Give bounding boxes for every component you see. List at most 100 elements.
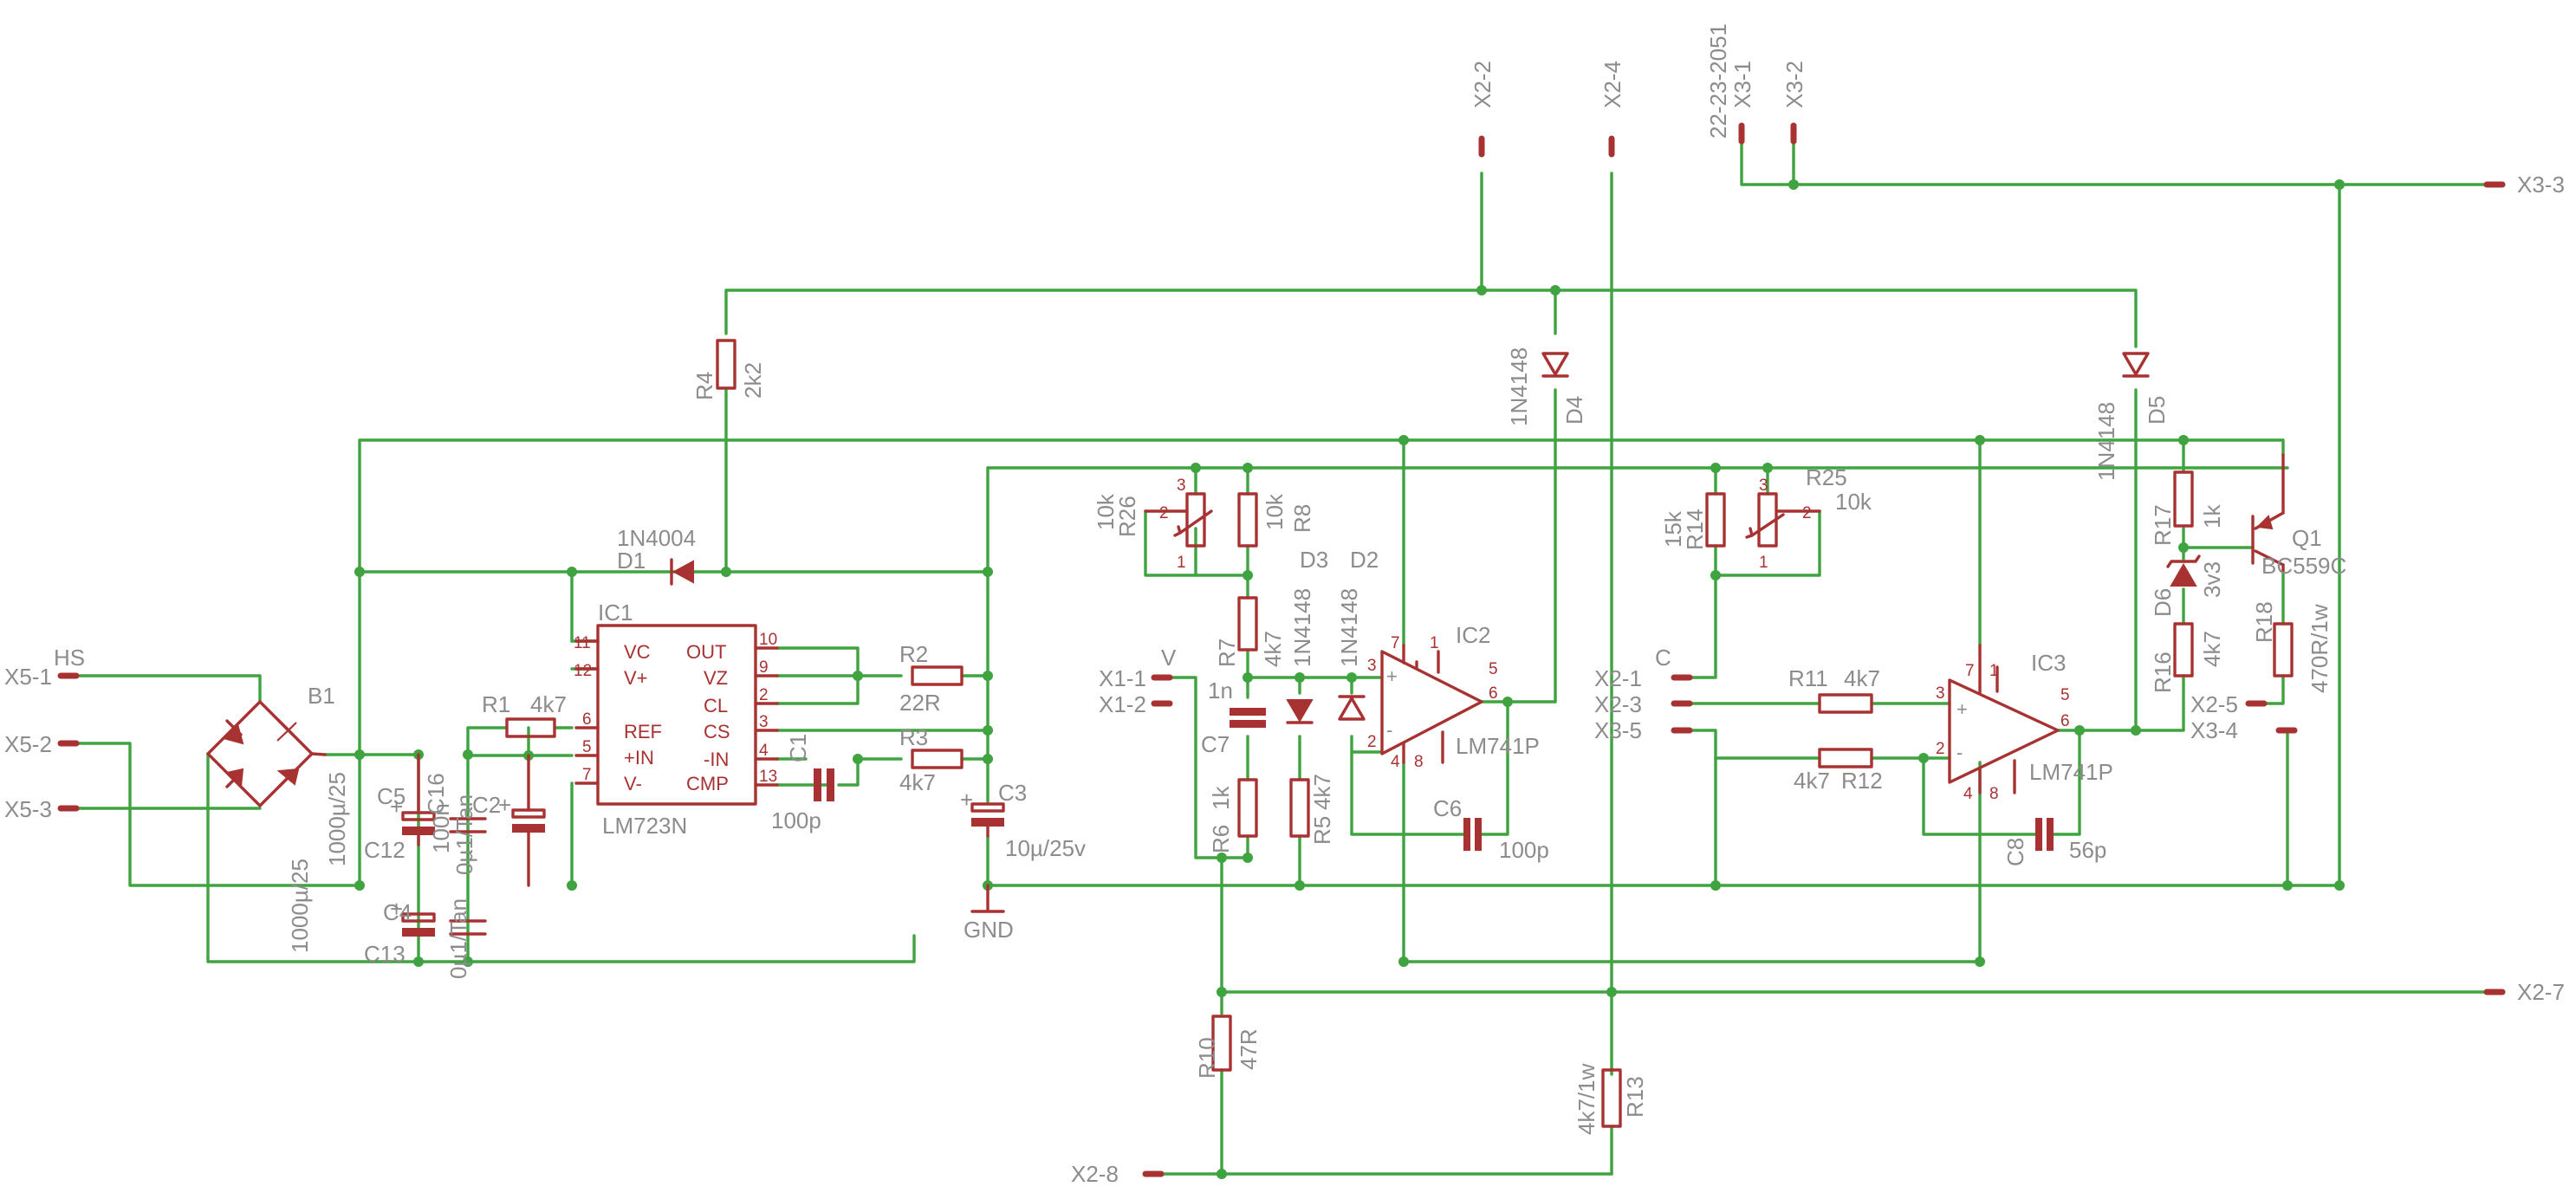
ic1-pin-cmp: CMP (686, 773, 729, 794)
capacitor-c8 (2035, 818, 2054, 851)
value-c3: 10µ/25v (1005, 835, 1086, 861)
resistor-r2 (911, 665, 964, 686)
type-ic3: LM741P (2029, 759, 2113, 785)
label-gnd: GND (964, 917, 1014, 943)
value-c8: 56p (2069, 837, 2106, 863)
value-c1: 100p (771, 807, 821, 833)
label-d6: D6 (2150, 588, 2176, 617)
label-d4: D4 (1561, 396, 1587, 425)
junctions (354, 179, 2345, 1179)
label-r7: R7 (1214, 639, 1240, 667)
value-r14: 15k (1660, 510, 1686, 548)
connector-x2-5: X2-5 (2190, 691, 2238, 717)
ic1-pin-inp: +IN (624, 747, 654, 768)
resistor-r12 (1818, 748, 1873, 768)
ic3-pin-7: 7 (1965, 662, 1975, 680)
ic1-pin-11: 11 (574, 634, 591, 652)
bridge-rectifier-b1 (206, 700, 327, 807)
label-r25: R25 (1806, 464, 1847, 490)
diode-d5 (2122, 352, 2150, 378)
value-r11: 4k7 (1844, 665, 1880, 691)
label-r18: R18 (2251, 601, 2277, 643)
label-r11: R11 (1788, 665, 1828, 691)
ic2-pin-4: 4 (1391, 753, 1400, 771)
label-c1: C1 (785, 734, 811, 762)
value-r13: 4k7/1w (1574, 1063, 1599, 1135)
label-r1: R1 (482, 691, 510, 717)
diode-d1 (670, 558, 694, 586)
capacitor-c1 (814, 768, 834, 801)
ic1-pin-9: 9 (759, 658, 769, 677)
value-c4: 1000µ/25 (287, 859, 313, 953)
ic3-minus: - (1956, 742, 1963, 763)
connector-x3-3: X3-3 (2517, 172, 2565, 198)
ic3-pin-1: 1 (1989, 662, 1999, 680)
type-ic1: LM723N (602, 813, 687, 839)
label-r16: R16 (2150, 652, 2176, 693)
label-r2: R2 (899, 641, 928, 667)
label-c16: C16 (423, 773, 449, 814)
resistor-r3 (911, 749, 964, 769)
resistor-r14 (1705, 492, 1726, 548)
label-r8: R8 (1289, 504, 1315, 533)
connector-x3-5: X3-5 (1594, 717, 1642, 743)
ic1-pin-10: 10 (759, 631, 777, 649)
label-c: C (1655, 645, 1671, 671)
label-c8: C8 (2002, 838, 2028, 866)
value-d6: 3v3 (2199, 561, 2225, 598)
resistor-r10 (1211, 1015, 1232, 1072)
type-ic2: LM741P (1456, 733, 1540, 759)
connector-x2-1: X2-1 (1594, 665, 1642, 691)
label-d2: D2 (1350, 547, 1379, 573)
capacitor-c7 (1230, 708, 1266, 728)
label-r12: R12 (1841, 768, 1883, 794)
ic3-pin-4: 4 (1963, 785, 1973, 803)
connector-x2-7: X2-7 (2517, 979, 2565, 1005)
r26-pin-3: 3 (1177, 477, 1186, 495)
capacitor-c14 (449, 919, 487, 936)
resistor-r7 (1237, 596, 1258, 652)
ic2-minus: - (1386, 719, 1392, 741)
labels: X5-1 X5-2 X5-3 HS B1 C5 C12 C4 C13 C2 10… (4, 23, 2565, 1187)
label-r4: R4 (691, 372, 717, 400)
connector-x3-2: X3-2 (1781, 61, 1807, 108)
label-c3: C3 (998, 780, 1027, 806)
label-r5: R5 (1309, 816, 1335, 845)
ic3-pin-3: 3 (1936, 684, 1945, 703)
ground-symbol (970, 884, 1005, 913)
value-r10: 47R (1236, 1028, 1262, 1070)
value-r6: 1k (1208, 786, 1234, 810)
connector-x2-3: X2-3 (1594, 691, 1642, 717)
label-c2: C2 (472, 792, 501, 818)
capacitor-c3: + (960, 787, 1005, 838)
capacitor-c16 (449, 817, 487, 833)
label-c7: C7 (1201, 731, 1230, 757)
connector-x5-2: X5-2 (4, 731, 52, 757)
ic1-pin-vz: VZ (704, 667, 728, 689)
resistor-r16 (2173, 622, 2194, 678)
label-d5: D5 (2144, 396, 2170, 425)
ic3-pin-6: 6 (2060, 712, 2070, 730)
r26-pin-1: 1 (1177, 554, 1186, 572)
label-r17: R17 (2150, 504, 2176, 546)
label-d1: D1 (617, 548, 646, 574)
svg-text:+: + (390, 794, 403, 820)
transistor-q1 (2251, 453, 2285, 574)
ic1-pin-6: 6 (582, 710, 592, 729)
r25-pin-1: 1 (1759, 554, 1768, 572)
value-r4: 2k2 (740, 362, 766, 399)
value-r17: 1k (2199, 504, 2225, 528)
label-r10: R10 (1194, 1037, 1220, 1079)
value-c14: 0µ1/Tan (445, 898, 471, 979)
value-c6: 100p (1499, 837, 1549, 863)
label-r14: R14 (1682, 509, 1708, 550)
value-r26: 10k (1093, 493, 1119, 530)
ic1-pin-13: 13 (759, 768, 777, 786)
resistor-r11 (1818, 693, 1873, 714)
svg-text:+: + (390, 896, 403, 922)
label-c5: C5 (377, 783, 406, 809)
connector-x2-4: X2-4 (1599, 61, 1625, 108)
label-b1: B1 (308, 683, 335, 709)
ic1-pin-2: 2 (759, 686, 769, 704)
